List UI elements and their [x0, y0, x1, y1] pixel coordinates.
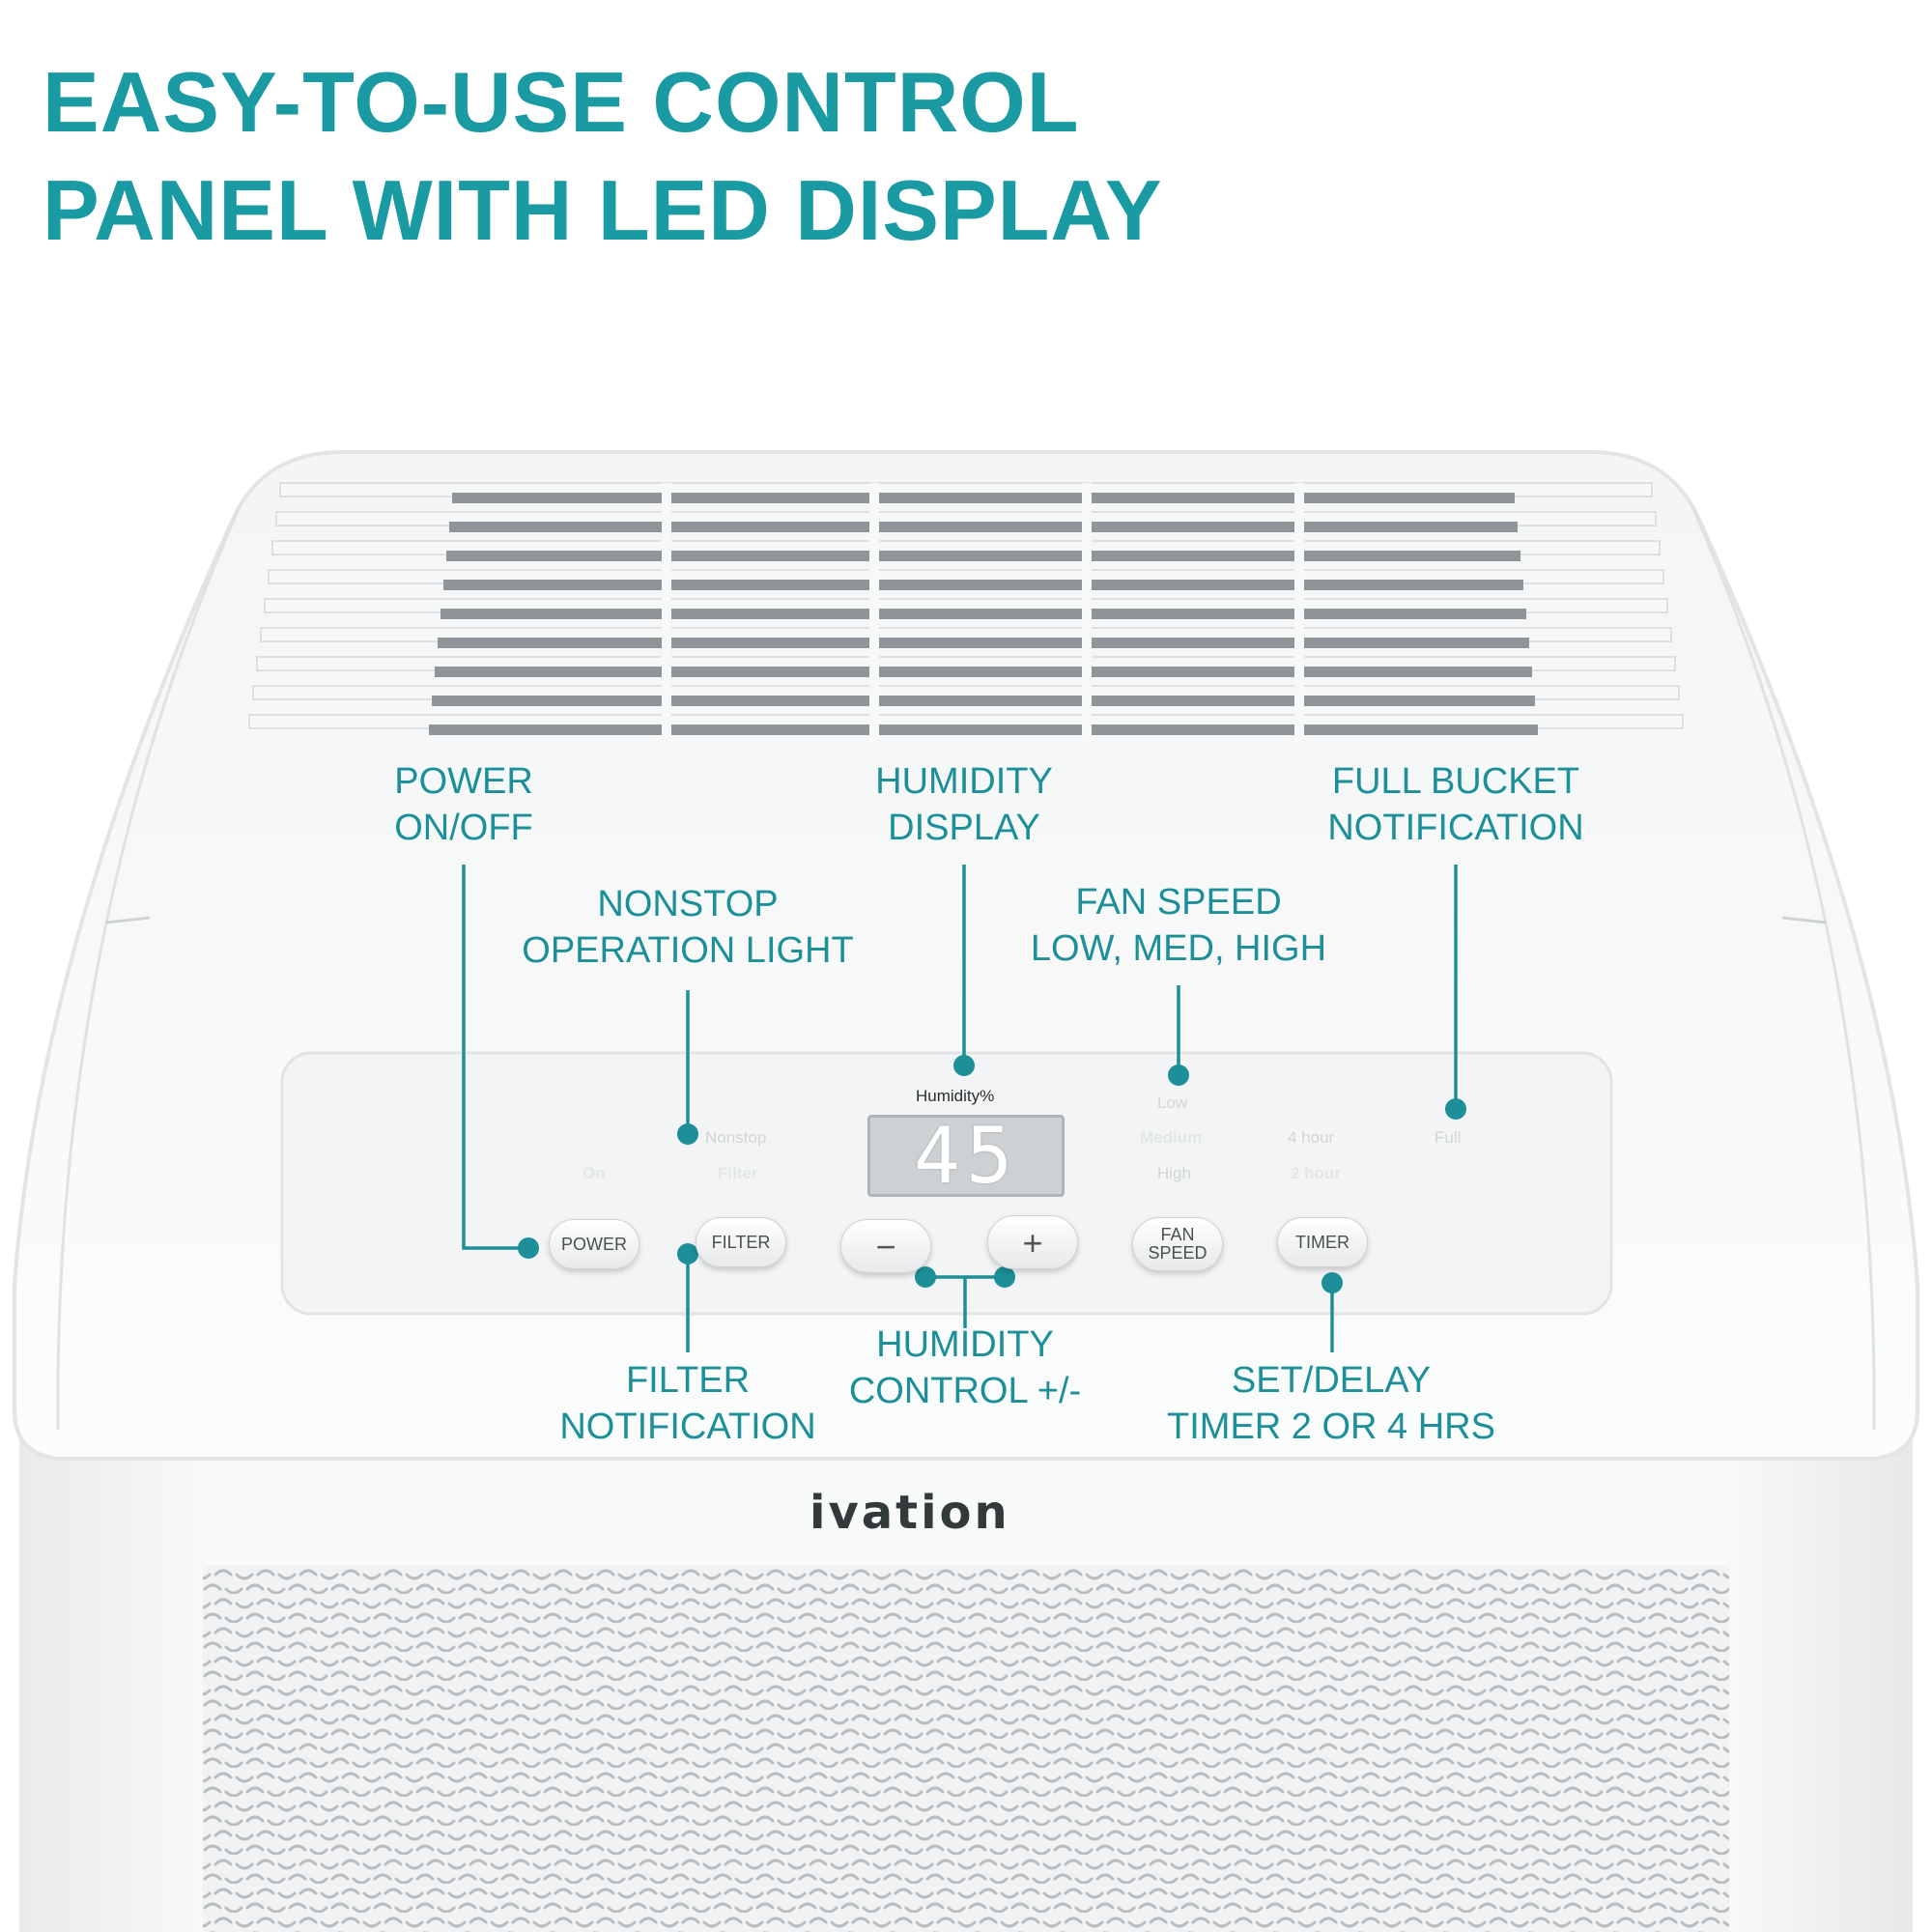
fan-speed-label-line-2: SPEED — [1148, 1243, 1208, 1263]
indicator-nonstop: Nonstop — [705, 1128, 767, 1147]
callout-filter: FILTER NOTIFICATION — [543, 1357, 833, 1450]
callout-humidity-display: HUMIDITY DISPLAY — [848, 758, 1080, 851]
callout-humidity-display-line-2: DISPLAY — [888, 808, 1040, 848]
indicator-low: Low — [1157, 1094, 1188, 1112]
indicator-on: On — [582, 1164, 606, 1182]
vent-divider — [1294, 483, 1304, 744]
indicator-filter: Filter — [718, 1164, 758, 1182]
headline: EASY-TO-USE CONTROL PANEL WITH LED DISPL… — [43, 48, 1163, 265]
leader-dots — [518, 1055, 1466, 1293]
callout-fan-speed: FAN SPEED LOW, MED, HIGH — [1024, 879, 1333, 972]
callout-power-line-1: POWER — [394, 761, 533, 802]
humidity-value: 45 — [913, 1111, 1019, 1201]
callout-nonstop: NONSTOP OPERATION LIGHT — [514, 881, 862, 974]
vent-slot — [443, 580, 1523, 590]
callout-nonstop-line-1: NONSTOP — [597, 884, 779, 924]
vent-slot — [435, 667, 1532, 677]
vent-slot — [452, 493, 1515, 503]
callout-humidity-control: HUMIDITY CONTROL +/- — [835, 1321, 1095, 1414]
indicator-high: High — [1157, 1164, 1191, 1182]
vent-slot — [432, 696, 1535, 706]
vent-divider — [869, 483, 879, 744]
humidity-minus-button[interactable]: − — [840, 1219, 931, 1273]
leader-lines — [462, 865, 1458, 1352]
top-vent-grille — [248, 482, 1684, 744]
fan-speed-label: FAN SPEED — [1148, 1226, 1207, 1263]
front-grille — [203, 1565, 1729, 1932]
callout-humidity-control-line-2: CONTROL +/- — [848, 1371, 1082, 1411]
filter-button-label: FILTER — [711, 1232, 771, 1252]
callout-full-bucket: FULL BUCKET NOTIFICATION — [1316, 758, 1596, 851]
plus-icon: + — [1022, 1222, 1043, 1263]
vent-slot — [438, 638, 1529, 648]
side-seam-left — [105, 916, 151, 924]
humidity-caption: Humidity% — [916, 1087, 995, 1105]
filter-button[interactable]: FILTER — [696, 1217, 786, 1267]
top-lip-right — [1689, 501, 1876, 1431]
side-seam-right — [1781, 916, 1827, 924]
vent-slot — [440, 609, 1526, 619]
callout-nonstop-line-2: OPERATION LIGHT — [522, 930, 854, 971]
callout-timer: SET/DELAY TIMER 2 OR 4 HRS — [1157, 1357, 1505, 1450]
callout-power-line-2: ON/OFF — [394, 808, 533, 848]
timer-button[interactable]: TIMER — [1277, 1217, 1368, 1267]
callout-humidity-control-line-1: HUMIDITY — [876, 1324, 1054, 1365]
callout-timer-line-2: TIMER 2 OR 4 HRS — [1167, 1406, 1495, 1447]
callout-fan-speed-line-1: FAN SPEED — [1075, 882, 1282, 923]
brand-logo: ivation — [810, 1486, 1010, 1540]
indicator-2-hour: 2 hour — [1291, 1164, 1341, 1182]
indicator-full: Full — [1435, 1128, 1462, 1147]
indicator-4-hour: 4 hour — [1288, 1128, 1335, 1147]
power-button-label: POWER — [560, 1234, 627, 1254]
timer-button-label: TIMER — [1295, 1232, 1350, 1252]
humidity-plus-button[interactable]: + — [987, 1215, 1078, 1269]
callout-filter-line-2: NOTIFICATION — [559, 1406, 816, 1447]
minus-icon: − — [875, 1226, 896, 1266]
power-button[interactable]: POWER — [549, 1219, 639, 1269]
headline-line-2: PANEL WITH LED DISPLAY — [43, 162, 1163, 258]
vent-slot — [449, 522, 1518, 532]
vent-slot — [446, 551, 1520, 561]
headline-line-1: EASY-TO-USE CONTROL — [43, 54, 1080, 150]
vent-divider — [1082, 483, 1092, 744]
callout-timer-line-1: SET/DELAY — [1231, 1360, 1432, 1401]
callout-humidity-display-line-1: HUMIDITY — [875, 761, 1053, 802]
callout-full-bucket-line-1: FULL BUCKET — [1331, 761, 1580, 802]
top-lip — [56, 501, 243, 1431]
fan-speed-label-line-1: FAN — [1160, 1225, 1195, 1244]
fan-speed-button[interactable]: FAN SPEED — [1132, 1217, 1223, 1271]
callout-fan-speed-line-2: LOW, MED, HIGH — [1030, 928, 1327, 969]
vent-divider — [662, 483, 671, 744]
humidity-lcd-display: 45 — [867, 1111, 1065, 1201]
callout-filter-line-1: FILTER — [625, 1360, 751, 1401]
callout-full-bucket-line-2: NOTIFICATION — [1327, 808, 1584, 848]
vent-slot — [429, 724, 1538, 735]
callout-power: POWER ON/OFF — [372, 758, 555, 851]
indicator-medium: Medium — [1140, 1128, 1203, 1147]
